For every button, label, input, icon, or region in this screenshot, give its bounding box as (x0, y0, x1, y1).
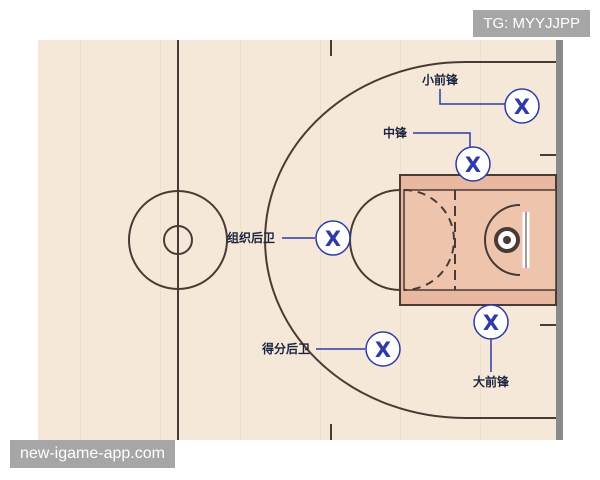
player-point-guard: X (315, 220, 351, 256)
player-circle (315, 220, 351, 256)
three-point-line (264, 61, 556, 419)
label-point-guard: 组织后卫 (227, 230, 275, 245)
leader-small-forward (439, 89, 505, 105)
half-court (128, 40, 228, 440)
basket (494, 212, 530, 268)
court-right-edge (556, 40, 563, 440)
lane-ticks (540, 154, 556, 326)
player-shooting-guard: X (365, 331, 401, 367)
player-circle (365, 331, 401, 367)
label-shooting-guard: 得分后卫 (261, 341, 310, 356)
player-marker-x: X (483, 311, 499, 335)
restricted-area (454, 190, 521, 290)
label-small-forward: 小前锋 (422, 72, 459, 87)
restricted-arc (484, 204, 521, 276)
player-marker-x: X (375, 338, 391, 362)
label-leaders (282, 89, 505, 372)
player-center: X (455, 146, 491, 182)
watermark-bottom-left: new-igame-app.com (10, 440, 175, 468)
player-marker-x: X (514, 95, 530, 119)
center-circle-inner (163, 225, 193, 255)
player-marker-x: X (465, 153, 481, 177)
leader-center (413, 132, 471, 150)
player-circle (473, 304, 509, 340)
label-power-forward: 大前锋 (473, 374, 510, 389)
label-center: 中锋 (383, 125, 408, 140)
player-small-forward: X (504, 88, 540, 124)
three-point-arc (264, 61, 466, 419)
player-power-forward: X (473, 304, 509, 340)
paint-inner-area (403, 189, 557, 291)
watermark-top-right: TG: MYYJJPP (473, 10, 590, 37)
rim-center (503, 236, 511, 244)
player-circle (504, 88, 540, 124)
player-circle (455, 146, 491, 182)
center-circle (128, 190, 228, 290)
player-marker-x: X (325, 227, 341, 251)
